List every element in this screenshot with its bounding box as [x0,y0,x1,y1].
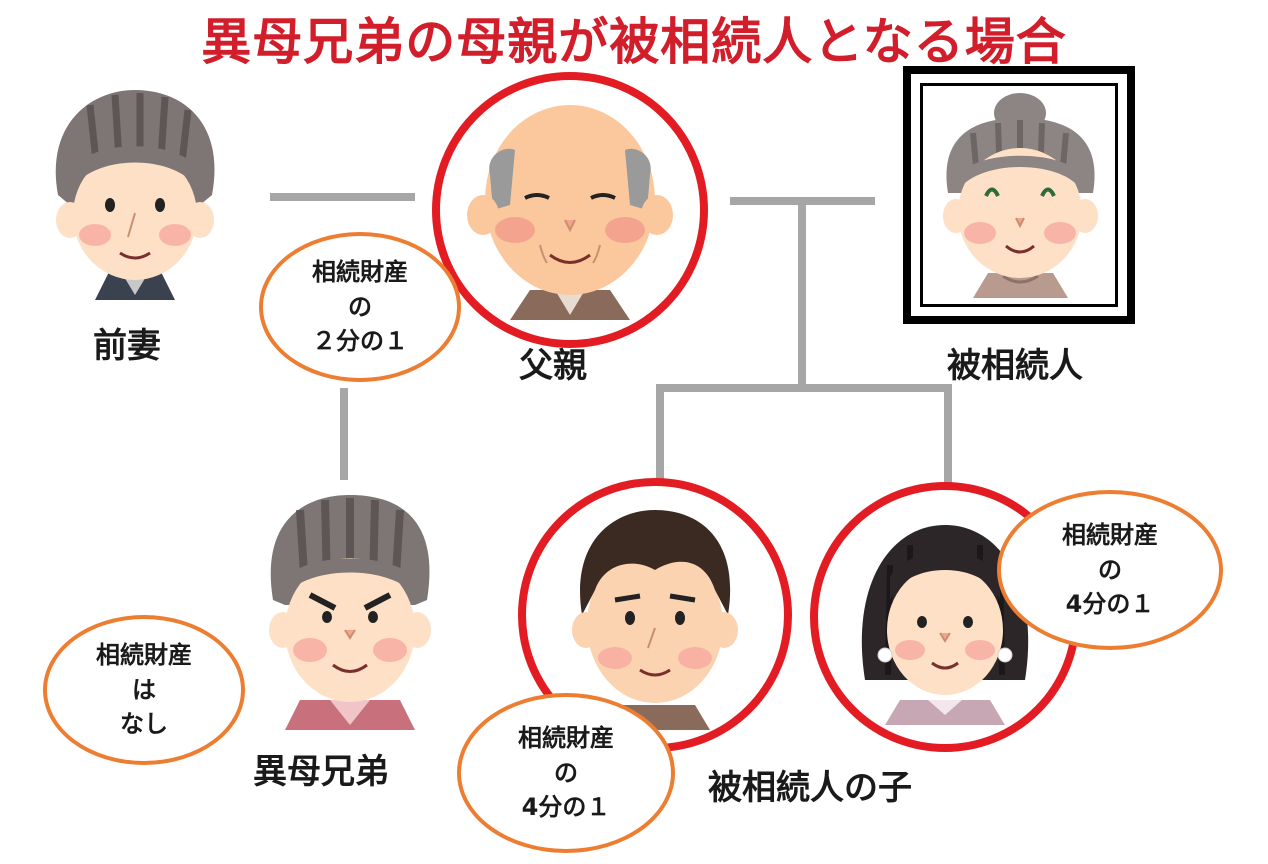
child2-share-line3: 4分の１ [1065,590,1155,619]
half-sibling-share-line3: なし [120,710,168,739]
father-share-line3: ２分の１ [312,327,408,356]
father-avatar [455,95,685,324]
half-sibling-share-bubble: 相続財産 は なし [43,615,245,765]
decedent-portrait-inner-frame [920,83,1118,307]
decedent-portrait-frame [903,66,1135,324]
child-line-decedent [798,200,806,388]
sibling-bar [656,384,952,392]
father-highlight-ring [432,72,708,348]
half-sibling-avatar [255,490,445,734]
child1-drop [656,384,664,484]
child2-drop [944,384,952,484]
half-sibling-share-line1: 相続財産 [96,640,192,669]
child1-share-line2: の [554,758,578,787]
former-wife-label: 前妻 [93,326,161,366]
father-label: 父親 [519,346,587,386]
child2-avatar [850,505,1040,729]
child2-share-bubble: 相続財産 の 4分の１ [997,490,1223,650]
decedent-children-label: 被相続人の子 [708,768,912,808]
child2-share-line2: の [1098,555,1122,584]
child1-share-line3: 4分の１ [521,793,611,822]
decedent-avatar [928,88,1113,302]
half-sibling-share-line2: は [132,675,156,704]
diagram-title: 異母兄弟の母親が被相続人となる場合 [201,13,1067,71]
marriage-line-former [270,193,415,201]
child2-share-line1: 相続財産 [1062,520,1158,549]
child1-share-bubble: 相続財産 の 4分の１ [457,693,675,853]
child-line-former [340,388,348,480]
former-wife-avatar [40,85,230,304]
half-sibling-label: 異母兄弟 [253,752,389,792]
child1-avatar [560,500,750,734]
father-share-line1: 相続財産 [312,257,408,286]
child1-share-line1: 相続財産 [518,723,614,752]
father-share-bubble: 相続財産 の ２分の１ [259,232,461,382]
decedent-label: 被相続人 [947,346,1083,386]
father-share-line2: の [348,292,372,321]
